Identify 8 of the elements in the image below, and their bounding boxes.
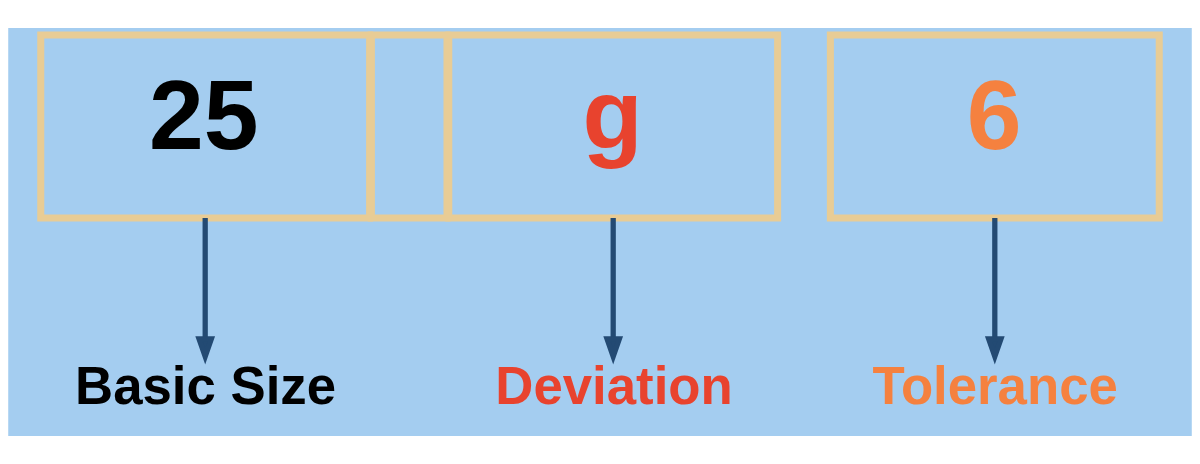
arrow — [603, 218, 624, 365]
node-text: Basic Size — [75, 356, 337, 416]
node-text: Tolerance — [872, 356, 1118, 416]
arrow — [984, 218, 1005, 365]
node-box: 6 — [826, 31, 1163, 222]
arrow — [195, 218, 216, 365]
node-text: Deviation — [495, 356, 733, 416]
node-box: g — [445, 31, 782, 222]
